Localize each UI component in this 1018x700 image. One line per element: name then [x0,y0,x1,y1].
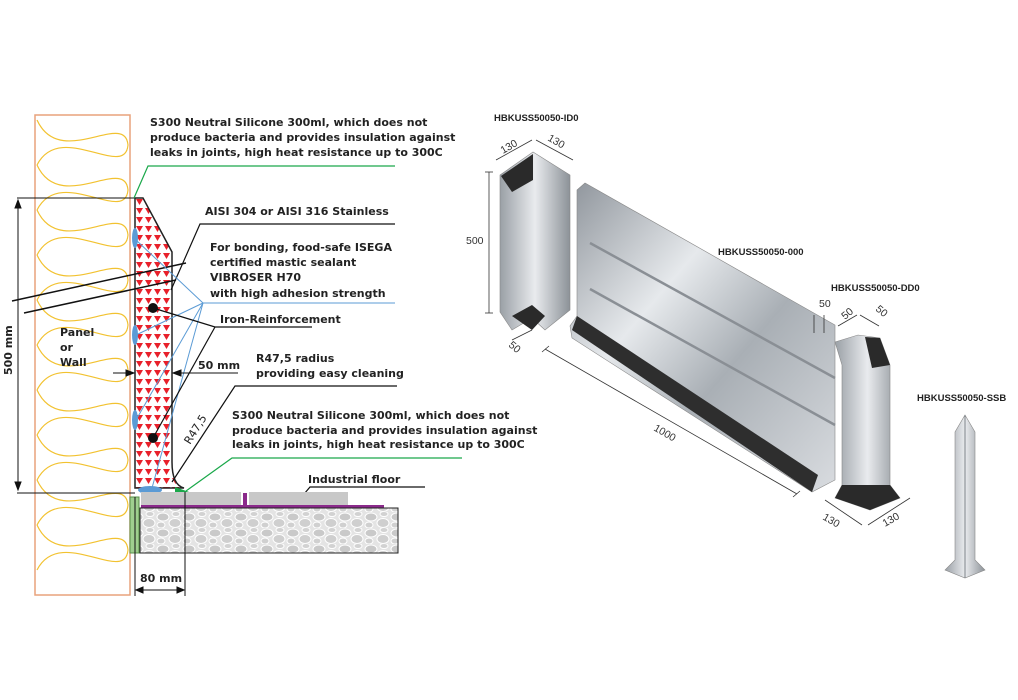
silicone-bead [175,487,192,493]
dim-50-a: 50 [506,339,523,356]
industrial-floor [129,492,399,554]
panel-label-1: Panel [60,326,94,339]
dim-500: 500 [466,235,484,247]
base-dimension-label: 80 mm [140,572,182,585]
outer-corner-dims [824,314,911,526]
straight-dims [541,315,825,498]
dim-130-b: 130 [546,132,567,151]
base-dimension [134,492,186,596]
svg-text:leaks in joints, high heat res: leaks in joints, high heat resistance up… [232,438,525,451]
svg-text:VIBROSER H70: VIBROSER H70 [210,271,301,284]
svg-text:providing easy cleaning: providing easy cleaning [256,367,404,380]
svg-text:R47,5 radius: R47,5 radius [256,352,335,365]
silicone-top-leader [133,165,395,199]
dim-130-d: 130 [881,510,902,529]
panel-label-3: Wall [60,356,87,369]
silicone-bottom-leader [185,457,462,492]
sealant-dots [132,228,162,494]
end-piece [944,414,986,579]
svg-text:S300 Neutral Silicone 300ml, w: S300 Neutral Silicone 300ml, which does … [150,116,427,129]
stainless-leader [170,223,395,291]
anchor-bars [11,262,187,314]
radius-leader [171,385,397,483]
bonding-leader [135,239,395,489]
dim-1000: 1000 [652,422,678,444]
radius-dimension-label: R47,5 [182,412,210,446]
silicone-bottom-note: S300 Neutral Silicone 300ml, which does … [232,409,537,451]
radius-note: R47,5 radius providing easy cleaning [256,352,404,380]
silicone-top-note: S300 Neutral Silicone 300ml, which does … [150,116,455,159]
thickness-dimension-label: 50 mm [198,359,240,372]
svg-text:with high adhesion strength: with high adhesion strength [210,287,386,300]
outer-corner-piece [834,334,901,511]
svg-text:produce bacteria and provides: produce bacteria and provides insulation… [232,424,537,437]
wall-panel [34,114,131,596]
panel-label-2: or [60,341,74,354]
svg-text:S300 Neutral Silicone 300ml, w: S300 Neutral Silicone 300ml, which does … [232,409,509,422]
floor-note: Industrial floor [308,473,401,486]
height-dimension-label: 500 mm [2,325,15,375]
svg-text:produce bacteria and provides: produce bacteria and provides insulation… [150,131,455,144]
dim-50-c: 50 [839,305,856,322]
inner-corner-dims [485,139,574,341]
thickness-dimension [113,369,238,377]
inner-corner-piece [499,151,571,331]
svg-text:For bonding, food-safe ISEGA: For bonding, food-safe ISEGA [210,241,392,254]
svg-text:certified mastic sealant: certified mastic sealant [210,256,356,269]
stainless-note: AISI 304 or AISI 316 Stainless [205,205,389,218]
dim-50-d: 50 [873,303,890,320]
skirting-profile [134,197,185,489]
end-piece-code: HBKUSS50050-SSB [917,393,1006,404]
dim-130-a: 130 [499,137,520,156]
svg-text:leaks in joints, high heat res: leaks in joints, high heat resistance up… [150,146,443,159]
inner-corner-code: HBKUSS50050-ID0 [494,113,578,124]
outer-corner-code: HBKUSS50050-DD0 [831,283,920,294]
reinforcement-leader-2 [152,326,216,439]
height-dimension [14,197,143,494]
bonding-note: For bonding, food-safe ISEGA certified m… [210,241,392,300]
dim-130-c: 130 [821,511,842,530]
straight-piece [569,182,836,493]
reinforcement-note: Iron-Reinforcement [220,313,341,326]
straight-code: HBKUSS50050-000 [718,247,804,258]
dim-50-b: 50 [819,298,831,310]
